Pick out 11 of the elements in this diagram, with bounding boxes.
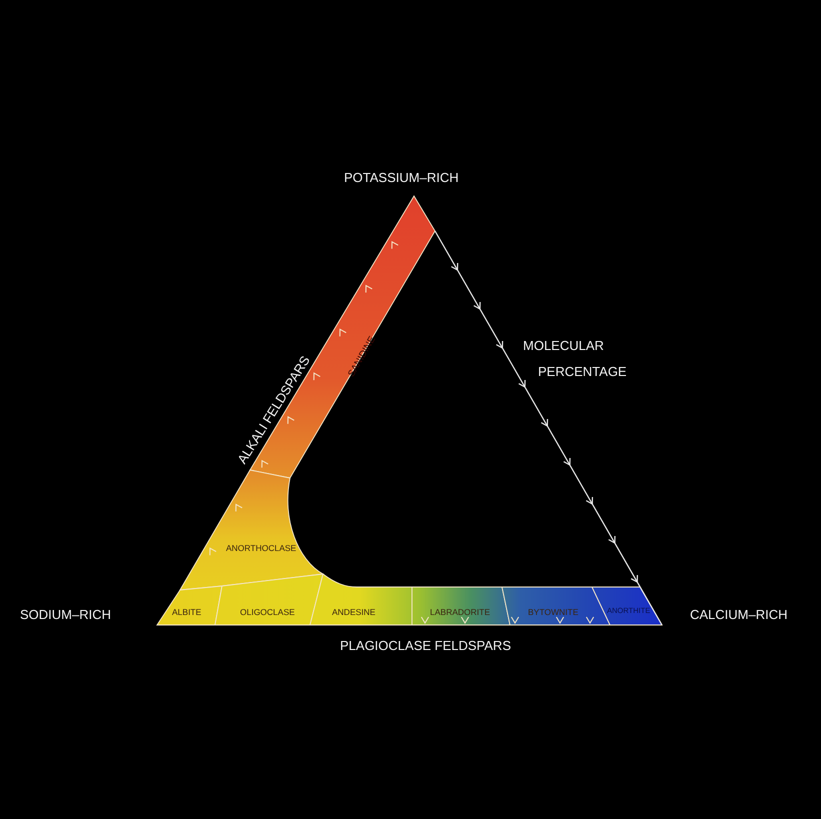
axis-label: PLAGIOCLASE FELDSPARS [340,638,511,654]
axis-label: CALCIUM–RICH [690,607,788,623]
axis-label: POTASSIUM–RICH [344,170,459,186]
axis-label: MOLECULAR PERCENTAGE [523,337,628,381]
axis-label: SODIUM–RICH [20,607,112,623]
mineral-name: ALBITE [172,607,202,617]
mineral-name: BYTOWNITE [528,607,578,617]
mineral-name: OLIGOCLASE [240,607,295,617]
mineral-name: ANDESINE [332,607,376,617]
mineral-name: LABRADORITE [430,607,490,617]
mineral-name: ANORTHOCLASE [226,543,296,553]
